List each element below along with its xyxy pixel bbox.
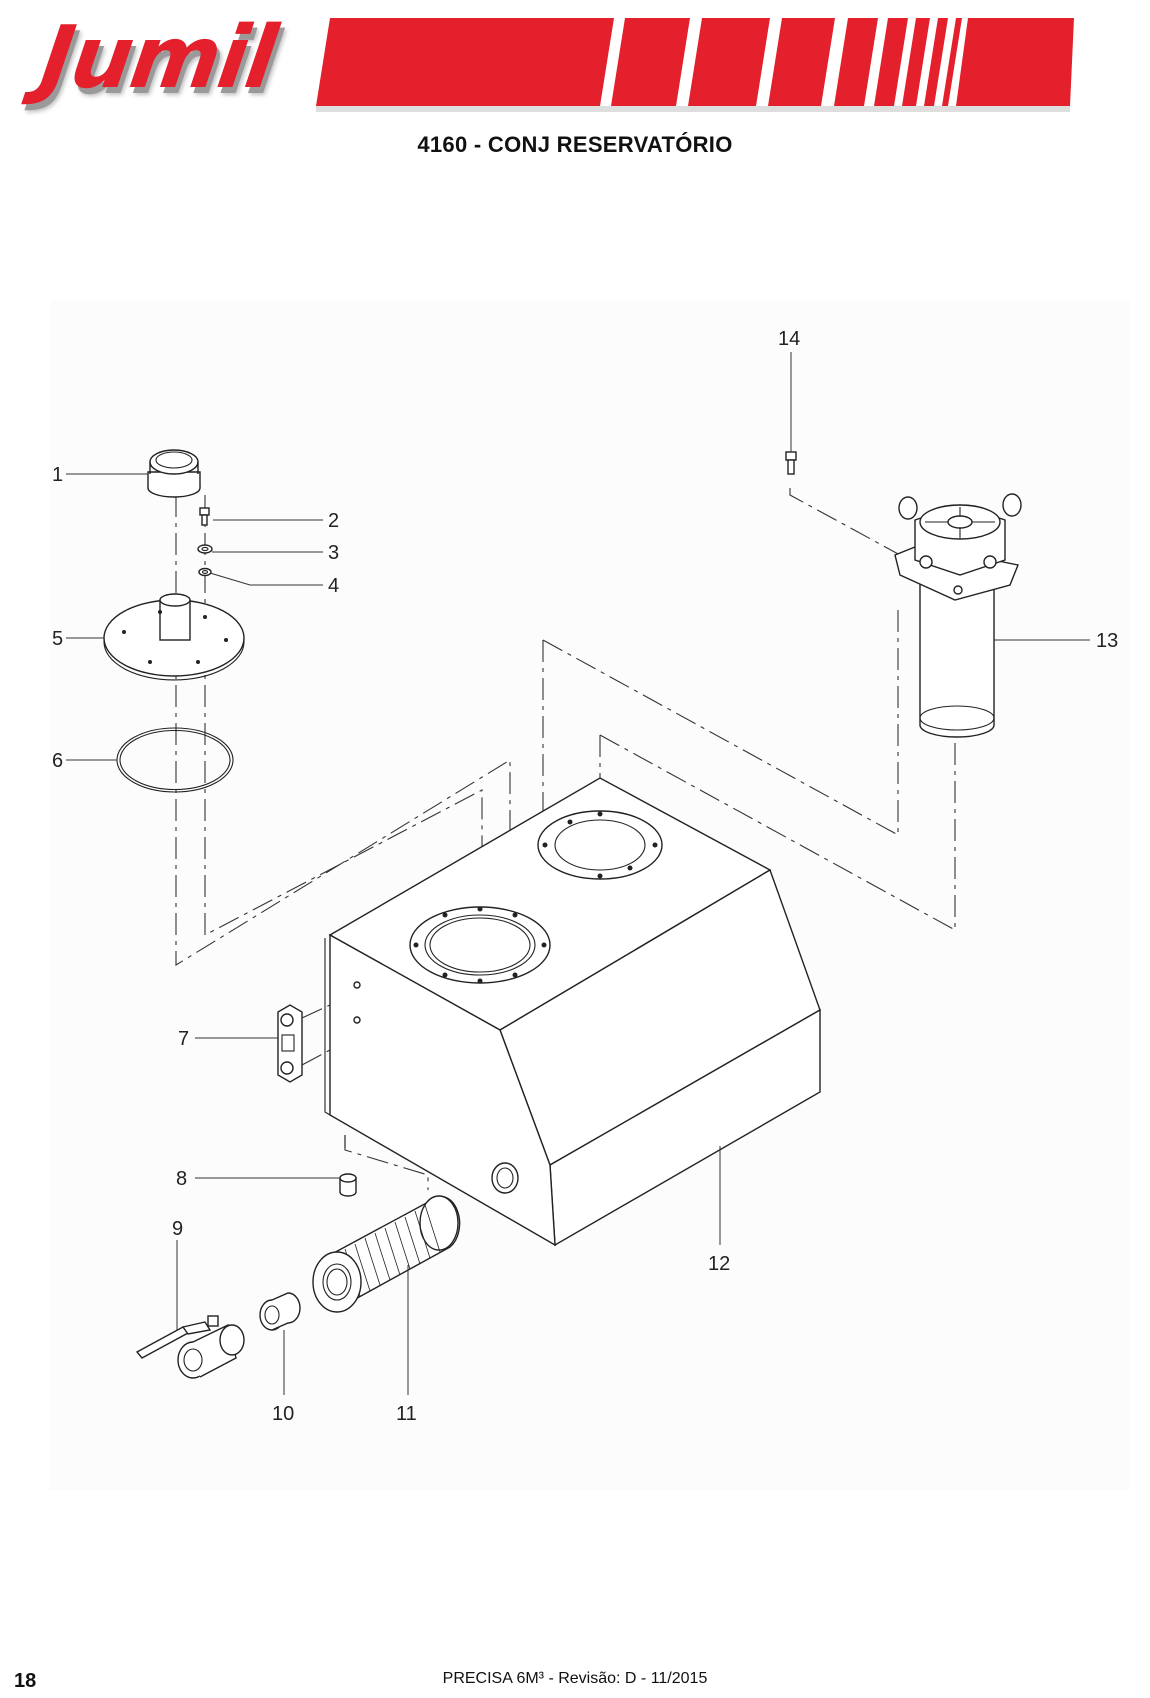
part-2-screw xyxy=(199,507,210,526)
part-3-washer xyxy=(197,544,213,554)
callout-7: 7 xyxy=(178,1028,189,1050)
header: Jumil 4160 - CONJ RESERVATÓRIO xyxy=(0,0,1150,157)
part-4-washer xyxy=(198,567,212,577)
footer-revision: PRECISA 6M³ - Revisão: D - 11/2015 xyxy=(442,1670,708,1687)
part-13-return-filter xyxy=(894,493,1022,738)
callout-8: 8 xyxy=(176,1168,187,1190)
callout-6: 6 xyxy=(52,750,63,772)
callout-1: 1 xyxy=(52,464,63,486)
part-1-breather-cap xyxy=(147,449,201,498)
page-number: 18 xyxy=(14,1670,37,1692)
callout-4: 4 xyxy=(328,575,339,597)
part-6-gasket-ring xyxy=(116,727,234,793)
brand-banner xyxy=(316,18,1074,112)
leader-lines xyxy=(66,352,1090,1395)
callout-labels: 1 2 3 4 5 6 7 8 9 10 11 12 13 14 xyxy=(52,328,1118,1425)
callout-5: 5 xyxy=(52,628,63,650)
part-11-suction-strainer xyxy=(312,1195,461,1313)
part-7-level-gauge xyxy=(277,1004,331,1083)
part-14-bolt xyxy=(785,451,797,475)
banner-stripes xyxy=(316,18,1074,106)
part-12-reservoir-tank xyxy=(324,777,821,1247)
part-9-ball-valve xyxy=(135,1315,245,1379)
callout-14: 14 xyxy=(778,328,800,350)
callout-12: 12 xyxy=(708,1253,730,1275)
part-8-plug xyxy=(339,1173,357,1197)
callout-13: 13 xyxy=(1096,630,1118,652)
callout-9: 9 xyxy=(172,1218,183,1240)
page-title: 4160 - CONJ RESERVATÓRIO xyxy=(417,132,733,157)
callout-3: 3 xyxy=(328,542,339,564)
part-5-flange-plate xyxy=(103,593,245,681)
part-10-fitting xyxy=(259,1292,301,1331)
callout-2: 2 xyxy=(328,510,339,532)
banner-shadow xyxy=(316,106,1070,112)
callout-10: 10 xyxy=(272,1403,294,1425)
callout-11: 11 xyxy=(396,1403,417,1425)
